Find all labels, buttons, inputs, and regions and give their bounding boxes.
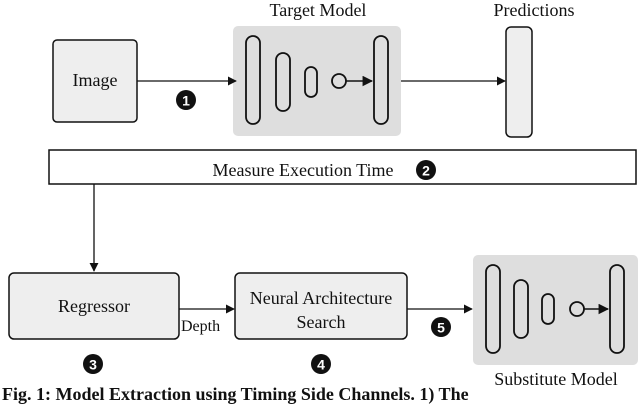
nas-box <box>234 272 408 340</box>
substitute-model-panel <box>473 255 638 365</box>
target-layer-out <box>373 35 389 125</box>
target-model-layers <box>245 35 389 125</box>
svg-text:1: 1 <box>182 93 190 109</box>
predictions-title: Predictions <box>494 0 575 20</box>
regressor-label: Regressor <box>58 296 130 316</box>
predictions-bar <box>505 26 533 138</box>
substitute-layer-3 <box>541 293 555 325</box>
substitute-model-layers <box>485 264 625 354</box>
svg-text:3: 3 <box>89 357 97 373</box>
regressor-box <box>8 272 180 340</box>
step-2-badge: 2 <box>416 160 436 180</box>
step-4-badge: 4 <box>311 354 331 374</box>
substitute-layer-out <box>609 264 625 354</box>
step-1-badge: 1 <box>176 90 196 110</box>
target-layer-1 <box>245 35 261 125</box>
measure-box <box>48 149 637 185</box>
target-layer-3 <box>304 66 318 98</box>
substitute-layer-2 <box>513 279 529 339</box>
substitute-model-title: Substitute Model <box>494 369 618 389</box>
svg-text:4: 4 <box>317 357 325 373</box>
target-model-title: Target Model <box>270 0 367 20</box>
nas-label-line1: Neural Architecture <box>250 288 392 308</box>
substitute-layer-1 <box>485 264 501 354</box>
target-layer-2 <box>275 52 291 112</box>
svg-text:2: 2 <box>422 163 430 179</box>
depth-label: Depth <box>181 318 220 335</box>
image-label: Image <box>73 70 118 90</box>
step-3-badge: 3 <box>83 354 103 374</box>
svg-text:5: 5 <box>437 320 445 336</box>
nas-label-line2: Search <box>297 312 346 332</box>
step-5-badge: 5 <box>431 317 451 337</box>
measure-label: Measure Execution Time <box>213 160 394 180</box>
figure-caption: Fig. 1: Model Extraction using Timing Si… <box>2 384 469 404</box>
